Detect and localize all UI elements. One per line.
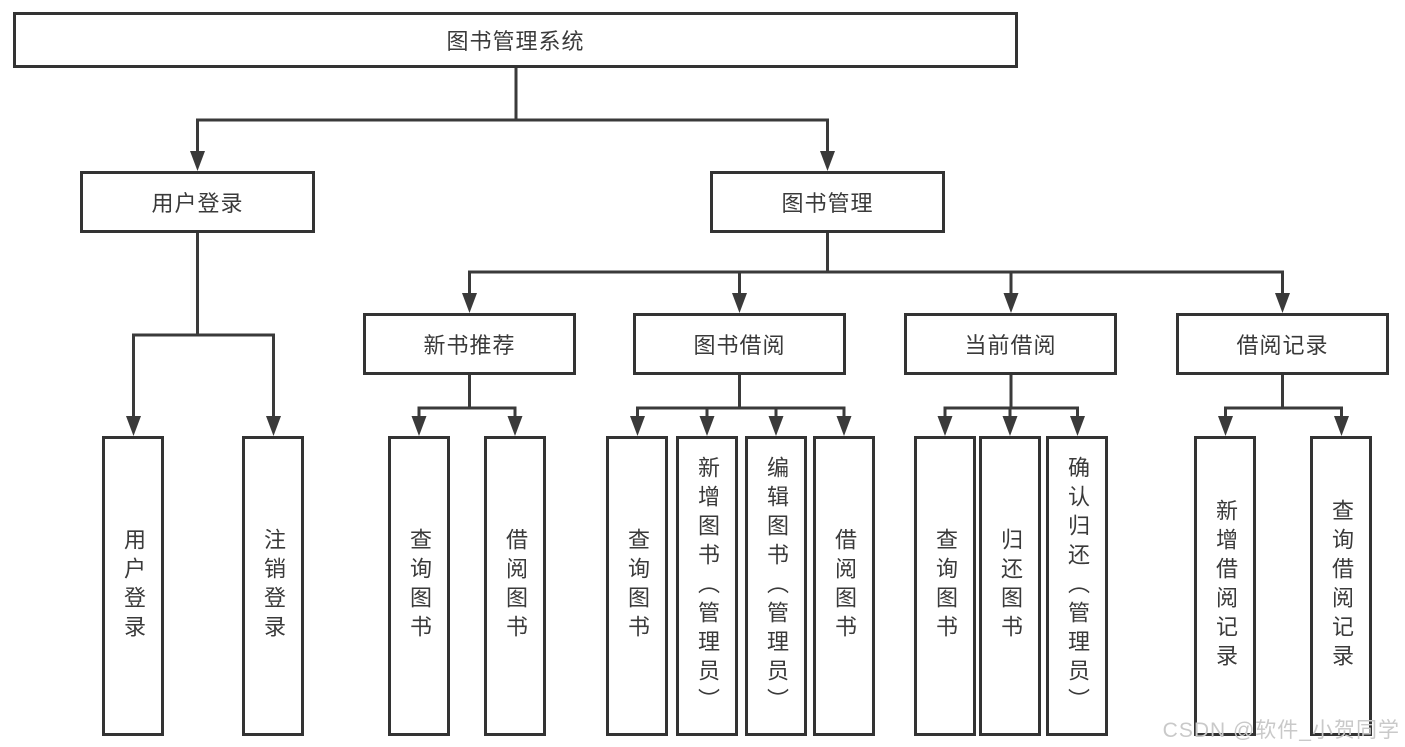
node-book-borrow: 图书借阅 <box>633 313 846 375</box>
arrowhead-icon <box>768 416 784 436</box>
leaf-records-add-record: 新增借阅记录 <box>1194 436 1256 736</box>
arrowhead-icon <box>507 416 523 436</box>
node-label: 用户登录 <box>151 191 244 216</box>
arrowhead-icon <box>411 416 427 436</box>
arrowhead-icon <box>190 151 205 171</box>
leaf-label: 新增图书（管理员） <box>695 455 720 717</box>
arrowhead-icon <box>630 416 645 436</box>
leaf-newbook-borrow-books: 借阅图书 <box>484 436 546 736</box>
node-label: 新书推荐 <box>423 333 516 358</box>
leaf-borrow-add-books-admin: 新增图书（管理员） <box>676 436 738 736</box>
node-book-management: 图书管理 <box>710 171 945 233</box>
arrowhead-icon <box>126 416 141 436</box>
leaf-label: 用户登录 <box>121 528 146 644</box>
leaf-label: 确认归还（管理员） <box>1065 455 1090 717</box>
arrowhead-icon <box>1002 416 1018 436</box>
arrowhead-icon <box>732 293 747 313</box>
node-label: 图书管理 <box>781 191 874 216</box>
arrowhead-icon <box>820 151 835 171</box>
arrowhead-icon <box>1218 416 1233 436</box>
node-user-login: 用户登录 <box>80 171 315 233</box>
leaf-user-login: 用户登录 <box>102 436 164 736</box>
node-label: 当前借阅 <box>964 333 1057 358</box>
arrowhead-icon <box>699 416 715 436</box>
node-current-borrow: 当前借阅 <box>904 313 1117 375</box>
leaf-label: 借阅图书 <box>832 528 857 644</box>
leaf-label: 归还图书 <box>998 528 1023 644</box>
arrowhead-icon <box>1070 416 1085 436</box>
arrowhead-icon <box>1003 293 1019 313</box>
arrowhead-icon <box>462 293 477 313</box>
leaf-label: 编辑图书（管理员） <box>764 455 789 717</box>
node-label: 图书借阅 <box>693 333 786 358</box>
leaf-label: 查询图书 <box>933 528 958 644</box>
leaf-label: 查询图书 <box>625 528 650 644</box>
node-new-book-recommend: 新书推荐 <box>363 313 576 375</box>
leaf-label: 查询借阅记录 <box>1329 499 1354 673</box>
node-root: 图书管理系统 <box>13 12 1018 68</box>
leaf-borrow-edit-books-admin: 编辑图书（管理员） <box>745 436 807 736</box>
leaf-label: 注销登录 <box>261 528 286 644</box>
leaf-newbook-query-books: 查询图书 <box>388 436 450 736</box>
arrowhead-icon <box>1275 293 1290 313</box>
node-label: 借阅记录 <box>1236 333 1329 358</box>
arrowhead-icon <box>266 416 281 436</box>
leaf-current-confirm-return-admin: 确认归还（管理员） <box>1046 436 1108 736</box>
watermark: CSDN @软件_小贺同学 <box>1162 719 1400 742</box>
leaf-current-query-books: 查询图书 <box>914 436 976 736</box>
leaf-logout: 注销登录 <box>242 436 304 736</box>
node-label: 图书管理系统 <box>446 29 585 54</box>
node-borrow-records: 借阅记录 <box>1176 313 1389 375</box>
leaf-label: 查询图书 <box>407 528 432 644</box>
arrowhead-icon <box>836 416 852 436</box>
arrowhead-icon <box>1334 416 1349 436</box>
leaf-borrow-query-books: 查询图书 <box>606 436 668 736</box>
leaf-borrow-borrow-books: 借阅图书 <box>813 436 875 736</box>
leaf-label: 新增借阅记录 <box>1213 499 1238 673</box>
leaf-label: 借阅图书 <box>503 528 528 644</box>
connector-lines <box>132 68 1343 421</box>
leaf-records-query-record: 查询借阅记录 <box>1310 436 1372 736</box>
arrowhead-icon <box>937 416 953 436</box>
leaf-current-return-books: 归还图书 <box>979 436 1041 736</box>
